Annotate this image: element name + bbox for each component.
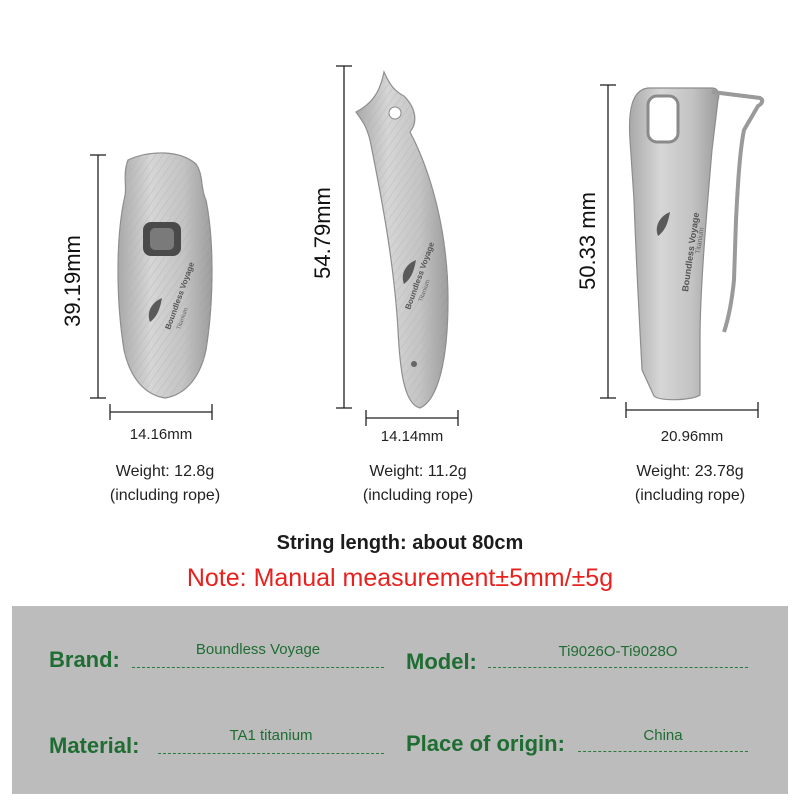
brand-label: Brand: bbox=[49, 647, 120, 672]
model-label: Model: bbox=[406, 649, 477, 674]
material-line bbox=[158, 753, 384, 754]
oval-dimension-lines bbox=[90, 154, 213, 420]
origin-line bbox=[578, 751, 748, 752]
clip-knife-image: Boundless Voyage Titanium bbox=[628, 87, 765, 401]
feather-logo-icon bbox=[148, 298, 162, 322]
fish-knife-image: Boundless Voyage Titanium bbox=[355, 69, 449, 409]
clip-weight-value: Weight: 23.78g bbox=[636, 463, 744, 480]
string-length: String length: about 80cm bbox=[276, 532, 524, 554]
oval-weight: Weight: 12.8g (including rope) bbox=[65, 460, 265, 508]
fish-height-label: 54.79mm bbox=[310, 187, 335, 279]
clip-height-label: 50.33 mm bbox=[575, 192, 600, 290]
model-line bbox=[488, 667, 748, 668]
fish-weight-note: (including rope) bbox=[362, 487, 474, 504]
oval-knife-image: Boundless Voyage Titanium bbox=[117, 152, 213, 399]
product-illustrations: Boundless Voyage Titanium Boundless Voya… bbox=[90, 65, 765, 426]
spec-panel: Brand: Boundless Voyage Model: Ti9026O-T… bbox=[12, 606, 788, 794]
clip-weight-note: (including rope) bbox=[634, 487, 746, 504]
fish-feather-logo-icon bbox=[402, 260, 416, 284]
fish-weight-value: Weight: 11.2g bbox=[369, 463, 467, 480]
pocket-clip-icon bbox=[711, 90, 765, 333]
material-label: Material: bbox=[49, 733, 140, 758]
fish-weight: Weight: 11.2g (including rope) bbox=[318, 460, 518, 508]
fish-dimension-lines bbox=[336, 65, 459, 426]
measurement-note: Note: Manual measurement±5mm/±5g bbox=[186, 564, 614, 592]
clip-weight: Weight: 23.78g (including rope) bbox=[590, 460, 790, 508]
clip-width-label: 20.96mm bbox=[660, 428, 724, 445]
clip-engraving-sub: Titanium bbox=[695, 227, 706, 254]
brand-line bbox=[132, 667, 384, 668]
oval-width-label: 14.16mm bbox=[129, 426, 193, 443]
model-value: Ti9026O-Ti9028O bbox=[558, 643, 678, 660]
oval-height-label: 39.19mm bbox=[60, 235, 85, 327]
oval-weight-note: (including rope) bbox=[109, 487, 221, 504]
fish-width-label: 14.14mm bbox=[380, 428, 444, 445]
material-value: TA1 titanium bbox=[229, 727, 313, 744]
clip-rope-hole-icon bbox=[646, 94, 680, 144]
fish-hole-icon bbox=[388, 106, 402, 120]
clip-feather-logo-icon bbox=[656, 212, 670, 236]
oval-weight-value: Weight: 12.8g bbox=[115, 463, 215, 480]
brand-value: Boundless Voyage bbox=[195, 641, 321, 658]
origin-value: China bbox=[643, 727, 683, 744]
origin-label: Place of origin: bbox=[406, 731, 565, 756]
clip-dimension-lines bbox=[600, 84, 759, 418]
